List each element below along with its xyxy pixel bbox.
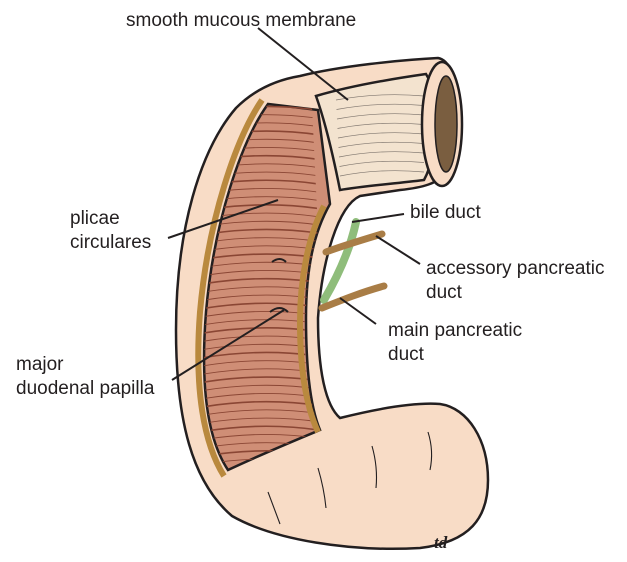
label-plicae-line2: circulares bbox=[70, 232, 151, 253]
leader-bile-duct bbox=[352, 214, 404, 222]
duodenal-lumen bbox=[435, 76, 457, 172]
label-smooth-mucous-membrane: smooth mucous membrane bbox=[126, 10, 356, 31]
artist-signature: td bbox=[434, 533, 448, 552]
label-main-line2: duct bbox=[388, 344, 425, 365]
label-accessory-line1: accessory pancreatic bbox=[426, 258, 604, 279]
label-papilla-line2: duodenal papilla bbox=[16, 378, 155, 399]
label-bile-duct: bile duct bbox=[410, 202, 481, 223]
label-papilla-line1: major bbox=[16, 354, 64, 375]
leader-main-pancreatic-duct bbox=[340, 298, 376, 324]
label-plicae-line1: plicae bbox=[70, 208, 120, 229]
label-accessory-line2: duct bbox=[426, 282, 463, 303]
label-main-line1: main pancreatic bbox=[388, 320, 522, 341]
leader-accessory-pancreatic-duct bbox=[376, 236, 420, 264]
